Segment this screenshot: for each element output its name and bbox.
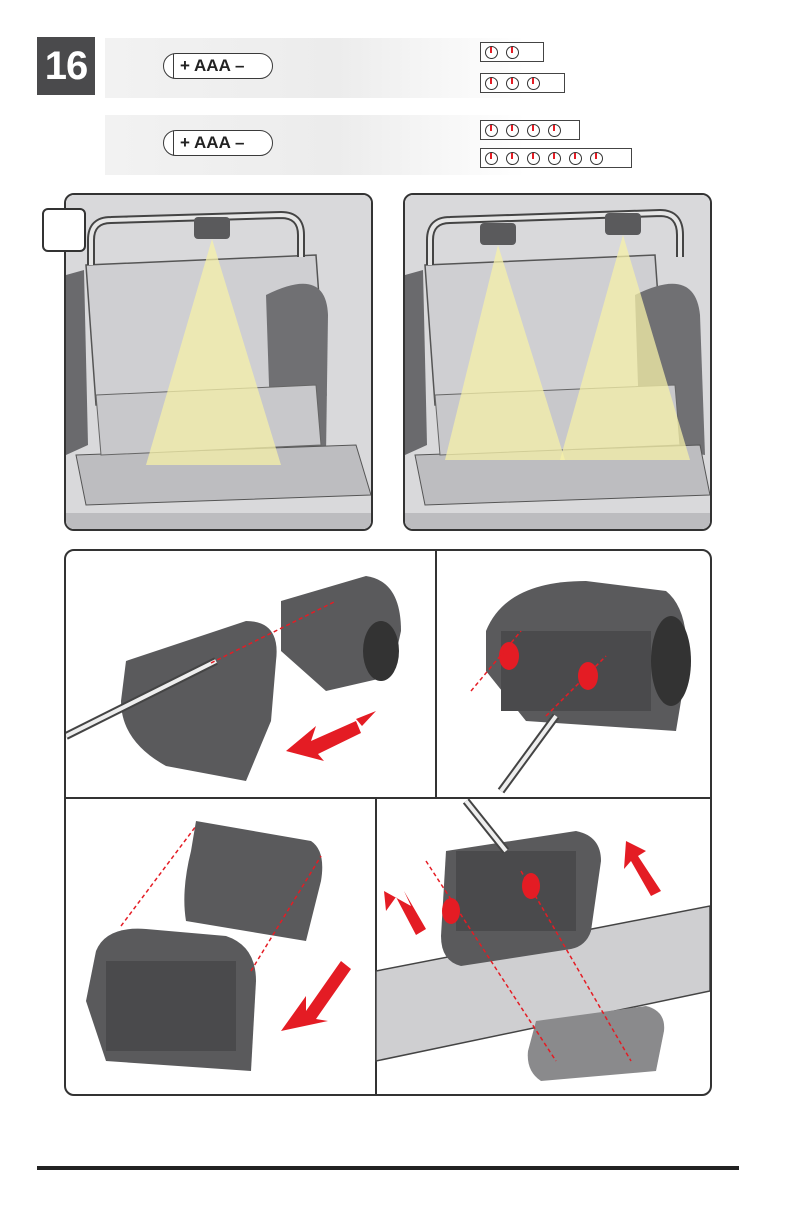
grill-double-light-illustration xyxy=(403,193,712,531)
dial-icon xyxy=(506,152,519,165)
housing-separation-illustration xyxy=(66,576,401,781)
backplate-separation-illustration xyxy=(86,821,351,1071)
dial-icon xyxy=(527,152,540,165)
dial-icon xyxy=(506,77,519,90)
dial-icon xyxy=(548,124,561,137)
dial-group-4 xyxy=(480,120,580,140)
dial-icon xyxy=(527,124,540,137)
dial-icon xyxy=(506,46,519,59)
dial-icon xyxy=(506,124,519,137)
checkbox-icon xyxy=(42,208,86,252)
battery-label-2: + AAA – xyxy=(180,133,272,153)
dial-icon xyxy=(485,77,498,90)
step-number-badge: 16 xyxy=(37,37,95,95)
handle-mount-illustration xyxy=(376,801,710,1081)
grill-single-light-illustration xyxy=(64,193,373,531)
dial-icon xyxy=(485,124,498,137)
screw-removal-illustration xyxy=(471,581,691,791)
dial-icon xyxy=(590,152,603,165)
dial-icon xyxy=(485,152,498,165)
dial-icon xyxy=(527,77,540,90)
assembly-steps-panel xyxy=(64,549,712,1096)
dial-icon xyxy=(485,46,498,59)
dial-group-6 xyxy=(480,148,632,168)
dial-icon xyxy=(548,152,561,165)
footer-rule xyxy=(37,1166,739,1170)
dial-group-2 xyxy=(480,42,544,62)
aaa-battery-icon-1: + AAA – xyxy=(163,53,273,79)
dial-icon xyxy=(569,152,582,165)
battery-label-1: + AAA – xyxy=(180,56,272,76)
aaa-battery-icon-2: + AAA – xyxy=(163,130,273,156)
dial-group-3 xyxy=(480,73,565,93)
